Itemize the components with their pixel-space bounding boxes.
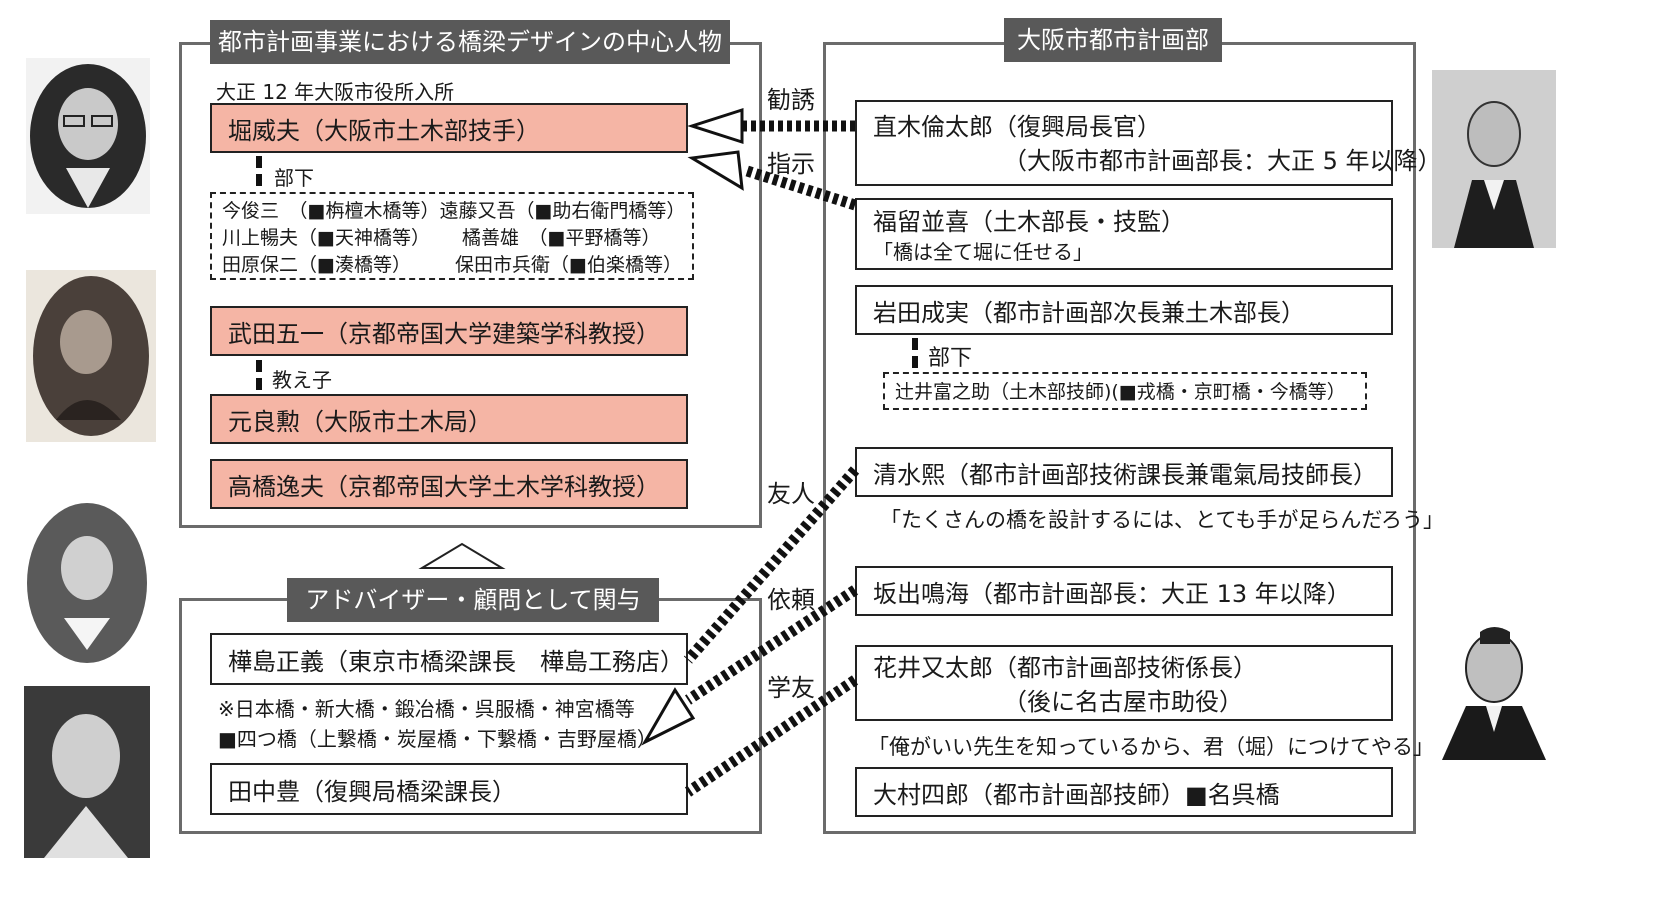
hori-subordinates-list: 今俊三 （■栴檀木橋等）遠藤又吾（■助右衛門橋等） 川上暢夫（■天神橋等） 橘善雄… [210,192,694,280]
subordinate-name: 橘善雄 （■平野橋等） [462,227,661,249]
shimizu-quote: 「たくさんの橋を設計するには、とても手が足らんだろう」 [880,508,1445,532]
classmate-connector [684,675,859,797]
tsujii-text: 辻井富之助（土木部技師)(■戎橋・京町橋・今橋等） [895,381,1346,403]
list-item: 今俊三 （■栴檀木橋等）遠藤又吾（■助右衛門橋等） [222,198,686,225]
person-box-shimizu: 清水熙（都市計画部技術課長兼電氣局技師長） [855,447,1393,497]
entry-note: 大正 12 年大阪市役所入所 [216,80,455,104]
person-box-moto: 元良勲（大阪市土木局） [210,394,688,444]
portrait-photo-naoki [1432,70,1556,248]
relation-label-instruct: 指示 [767,150,815,178]
person-box-hanai: 花井又太郎（都市計画部技術係長） （後に名古屋市助役） [855,645,1393,721]
naoki-name: 直木倫太郎（復興局長官） [873,113,1161,141]
relation-label-request: 依頼 [767,586,815,614]
fukudome-name: 福留並喜（土木部長・技監） [873,208,1185,236]
fukudome-quote: 「橋は全て堀に任せる」 [873,240,1093,264]
kabashima-note-1: ※日本橋・新大橋・鍛冶橋・呉服橋・神宮橋等 [218,697,635,721]
request-arrow-icon [641,687,696,746]
subordinate-name: 今俊三 （■栴檀木橋等） [222,200,440,222]
person-box-kabashima: 樺島正義（東京市橋梁課長 樺島工務店） [210,633,688,685]
person-box-naoki: 直木倫太郎（復興局長官） （大阪市都市計画部長：大正 5 年以降） [855,100,1442,186]
hanai-quote: 「俺がいい先生を知っているから、君（堀）につけてやる」 [868,735,1434,759]
person-box-takahashi: 高橋逸夫（京都帝国大学土木学科教授） [210,459,688,509]
instruct-connector [742,164,857,211]
advisor-header: アドバイザー・顧問として関与 [287,578,659,622]
person-box-iwata: 岩田成実（都市計画部次長兼土木部長） [855,285,1393,335]
person-box-hori: 堀威夫（大阪市土木部技手） [210,103,688,153]
osaka-planning-header: 大阪市都市計画部 [1004,18,1222,62]
person-box-takeda: 武田五一（京都帝国大学建築学科教授） [210,306,688,356]
list-item: 田原保二（■湊橋等） 保田市兵衛（■伯楽橋等） [222,252,682,279]
portrait-photo-takeda [26,270,156,442]
subordinate-name: 遠藤又吾（■助右衛門橋等） [439,200,686,222]
recruit-arrow-icon [687,107,744,145]
iwata-subordinate-connector [912,338,926,368]
relation-label-recruit: 勧誘 [767,86,815,114]
friend-connector [683,466,860,664]
portrait-photo-hori [26,58,150,214]
portrait-photo-hanai [1432,610,1556,760]
relation-label-friend: 友人 [767,480,815,508]
hanai-name: 花井又太郎（都市計画部技術係長） [873,654,1257,682]
list-item: 川上暢夫（■天神橋等） 橘善雄 （■平野橋等） [222,225,682,252]
subordinate-name: 保田市兵衛（■伯楽橋等） [455,254,682,276]
hanai-role: （後に名古屋市助役） [1003,688,1243,716]
request-connector [684,585,859,705]
subordinate-name: 田原保二（■湊橋等） [222,254,411,276]
person-box-omura: 大村四郎（都市計画部技師）■名呉橋 [855,767,1393,817]
kabashima-note-2: ■四つ橋（上繋橋・炭屋橋・下繋橋・吉野屋橋） [218,727,657,751]
iwata-subordinate-label: 部下 [928,346,973,371]
subordinate-connector [256,156,270,186]
relation-label-classmate: 学友 [767,674,815,702]
naoki-role: （大阪市都市計画部長：大正 5 年以降） [1003,147,1442,175]
instruct-arrow-icon [687,150,744,191]
person-box-sakade: 坂出鳴海（都市計画部長：大正 13 年以降） [855,566,1393,616]
subordinate-label: 部下 [274,166,314,190]
subordinate-name: 川上暢夫（■天神橋等） [222,227,430,249]
student-label: 教え子 [272,368,332,392]
student-connector [256,360,270,390]
portrait-photo-moto [24,500,150,666]
portrait-photo-takahashi [24,686,150,858]
advisor-up-arrow-icon [418,542,506,569]
person-box-fukudome: 福留並喜（土木部長・技監） 「橋は全て堀に任せる」 [855,198,1393,270]
tsujii-box: 辻井富之助（土木部技師)(■戎橋・京町橋・今橋等） [883,372,1367,410]
key-figures-header: 都市計画事業における橋梁デザインの中心人物 [210,20,730,64]
